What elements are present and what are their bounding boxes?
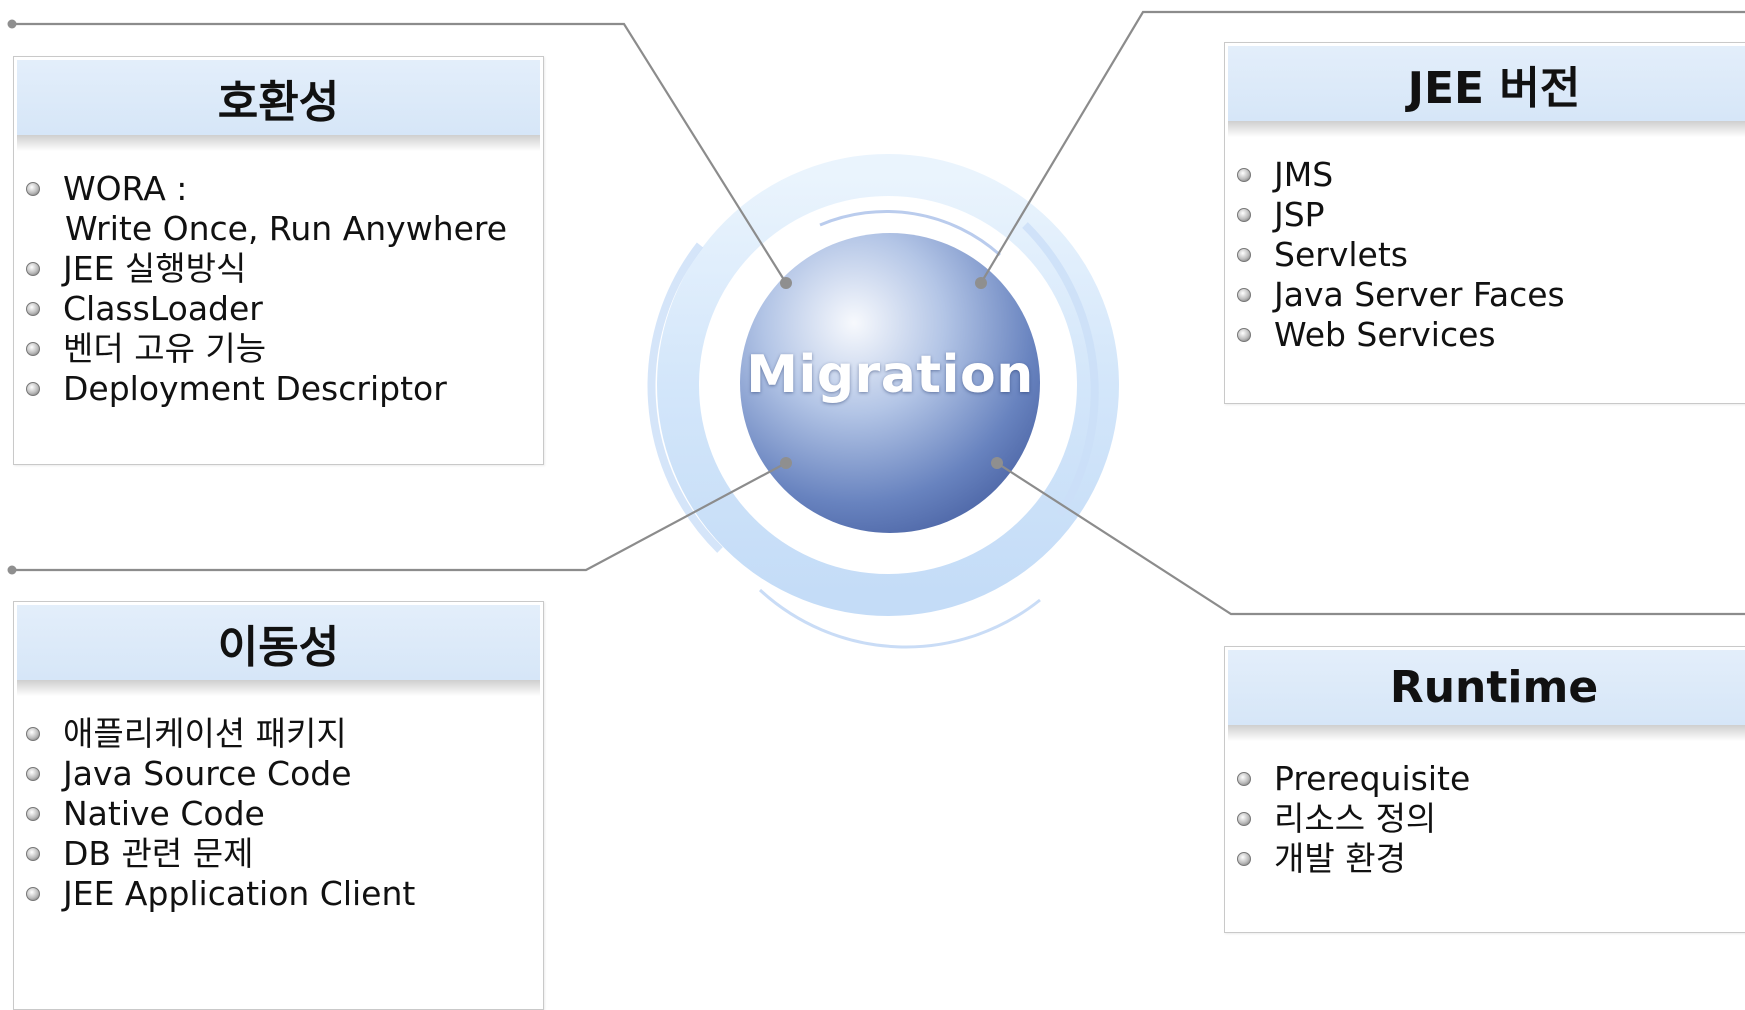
bullet-icon bbox=[1237, 852, 1251, 866]
connector-dots bbox=[7, 19, 1003, 575]
list-item: Prerequisite bbox=[1237, 759, 1470, 799]
bullet-icon bbox=[26, 727, 40, 741]
bullet-icon bbox=[26, 767, 40, 781]
connector-mobility bbox=[12, 462, 787, 572]
bullet-icon bbox=[1237, 248, 1251, 262]
bullet-icon bbox=[1237, 288, 1251, 302]
list-item: JMS bbox=[1237, 155, 1565, 195]
list-item: JEE 실행방식 bbox=[26, 249, 507, 289]
compat-list: WORA :Write Once, Run Anywhere JEE 실행방식 … bbox=[26, 169, 507, 409]
list-item: Web Services bbox=[1237, 315, 1565, 355]
list-item: 애플리케이션 패키지 bbox=[26, 714, 415, 754]
list-item: 리소스 정의 bbox=[1237, 799, 1470, 839]
compat-box: 호환성 WORA :Write Once, Run Anywhere JEE 실… bbox=[13, 56, 544, 465]
connector-runtime bbox=[996, 462, 1745, 616]
bullet-icon bbox=[26, 302, 40, 316]
list-item: 개발 환경 bbox=[1237, 839, 1470, 879]
mobility-title: 이동성 bbox=[17, 605, 540, 696]
list-item: Java Server Faces bbox=[1237, 275, 1565, 315]
bullet-icon bbox=[26, 342, 40, 356]
runtime-list: Prerequisite 리소스 정의 개발 환경 bbox=[1237, 759, 1470, 879]
bullet-icon bbox=[26, 262, 40, 276]
list-item: DB 관련 문제 bbox=[26, 834, 415, 874]
mobility-list: 애플리케이션 패키지 Java Source Code Native Code … bbox=[26, 714, 415, 914]
list-item: Servlets bbox=[1237, 235, 1565, 275]
bullet-icon bbox=[1237, 168, 1251, 182]
connector-lines bbox=[12, 10, 1745, 616]
jee-list: JMS JSP Servlets Java Server Faces Web S… bbox=[1237, 155, 1565, 355]
bullet-icon bbox=[26, 847, 40, 861]
migration-sphere bbox=[740, 233, 1040, 533]
jee-title: JEE 버전 bbox=[1228, 46, 1745, 137]
connector-jee bbox=[980, 10, 1745, 284]
bullet-icon bbox=[1237, 328, 1251, 342]
runtime-box: Runtime Prerequisite 리소스 정의 개발 환경 bbox=[1224, 646, 1745, 933]
list-item: ClassLoader bbox=[26, 289, 507, 329]
list-item: Deployment Descriptor bbox=[26, 369, 507, 409]
bullet-icon bbox=[26, 807, 40, 821]
list-item: 벤더 고유 기능 bbox=[26, 329, 507, 369]
bullet-icon bbox=[1237, 812, 1251, 826]
list-item: WORA :Write Once, Run Anywhere bbox=[26, 169, 507, 249]
list-item: JSP bbox=[1237, 195, 1565, 235]
bullet-icon bbox=[26, 182, 40, 196]
bullet-icon bbox=[1237, 208, 1251, 222]
center-label: Migration bbox=[746, 345, 1034, 405]
compat-title: 호환성 bbox=[17, 60, 540, 151]
connector-compat bbox=[12, 22, 787, 284]
list-item: JEE Application Client bbox=[26, 874, 415, 914]
list-item: Java Source Code bbox=[26, 754, 415, 794]
list-item: Native Code bbox=[26, 794, 415, 834]
mobility-box: 이동성 애플리케이션 패키지 Java Source Code Native C… bbox=[13, 601, 544, 1010]
bullet-icon bbox=[26, 887, 40, 901]
bullet-icon bbox=[1237, 772, 1251, 786]
runtime-title: Runtime bbox=[1228, 650, 1745, 741]
jee-box: JEE 버전 JMS JSP Servlets Java Server Face… bbox=[1224, 42, 1745, 404]
bullet-icon bbox=[26, 382, 40, 396]
